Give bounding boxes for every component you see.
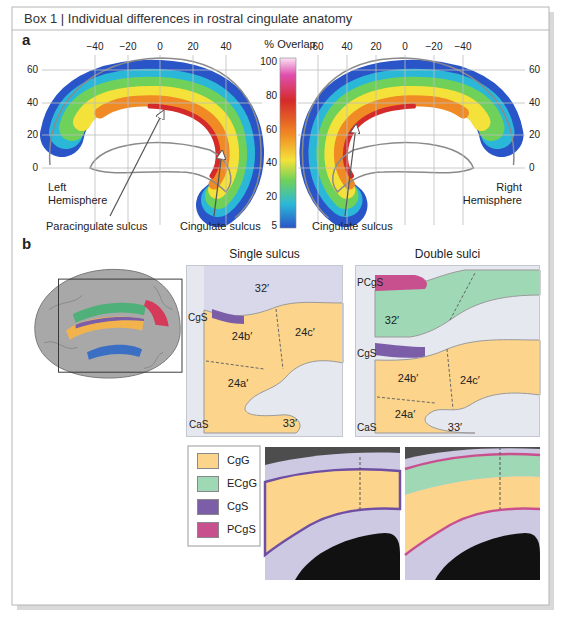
area-label: 24a′ <box>228 377 248 390</box>
axis-tick: 40 <box>27 97 38 109</box>
area-label: 24b′ <box>398 372 418 385</box>
legend-text: CgS <box>227 500 248 512</box>
axis-tick: 20 <box>370 41 381 53</box>
axis-tick: −40 <box>455 41 472 53</box>
axis-tick: 40 <box>341 41 352 53</box>
axis-tick: −40 <box>87 41 104 53</box>
legend-entry: ECgG <box>197 476 257 494</box>
axis-tick: −20 <box>120 41 137 53</box>
region-label: PCgS <box>357 277 383 289</box>
area-label: 24b′ <box>232 330 252 343</box>
scale-tick: 100 <box>260 56 277 68</box>
area-label: 33′ <box>448 421 462 434</box>
legend-text: PCgS <box>227 523 256 535</box>
region-label: CaS <box>357 422 376 434</box>
axis-tick: 0 <box>402 41 408 53</box>
legend-swatch <box>197 522 219 538</box>
area-label: 24c′ <box>460 374 480 387</box>
axis-tick: 60 <box>312 41 323 53</box>
scale-tick: 20 <box>266 191 277 203</box>
sulcus-label: Paracingulate sulcus <box>46 220 148 233</box>
legend-entry: PCgS <box>197 522 257 540</box>
hemisphere-label: Right Hemisphere <box>447 181 522 206</box>
legend-swatch <box>197 453 219 469</box>
axis-tick: 60 <box>27 64 38 76</box>
area-label: 24c′ <box>295 326 315 339</box>
legend-swatch <box>197 499 219 515</box>
sulcus-label: Cingulate sulcus <box>180 220 261 233</box>
legend-text: CgG <box>227 454 250 466</box>
legend-text: ECgG <box>227 477 257 489</box>
panel-heading: Double sulci <box>415 247 480 261</box>
panel-letter: a <box>22 31 30 48</box>
axis-tick: 20 <box>529 129 540 141</box>
area-label: 24a′ <box>395 408 415 421</box>
axis-tick: 40 <box>220 41 231 53</box>
axis-tick: 0 <box>32 162 38 174</box>
axis-tick: 0 <box>529 162 535 174</box>
region-label: CgS <box>188 312 207 324</box>
axis-tick: 20 <box>27 129 38 141</box>
region-label: CaS <box>189 419 208 431</box>
scale-tick: 5 <box>271 220 277 232</box>
area-label: 33′ <box>283 417 297 430</box>
box-title: Box 1 | Individual differences in rostra… <box>24 12 352 27</box>
axis-tick: 0 <box>157 41 163 53</box>
axis-tick: −20 <box>426 41 443 53</box>
scale-tick: 40 <box>266 157 277 169</box>
scale-title: % Overlap <box>264 38 315 51</box>
panel-letter: b <box>22 235 31 252</box>
region-label: CgS <box>357 348 376 360</box>
axis-tick: 40 <box>529 97 540 109</box>
axis-tick: 60 <box>529 64 540 76</box>
panel-heading: Single sulcus <box>229 247 300 261</box>
scale-tick: 60 <box>266 124 277 136</box>
sulcus-panel: Double sulci <box>355 265 540 437</box>
sulcus-label: Cingulate sulcus <box>312 220 393 233</box>
scale-tick: 80 <box>266 90 277 102</box>
area-label: 32′ <box>385 314 399 327</box>
legend-entry: CgS <box>197 499 257 517</box>
hemisphere-label: Left Hemisphere <box>48 181 118 206</box>
legend-swatch <box>197 476 219 492</box>
axis-tick: 20 <box>187 41 198 53</box>
area-label: 32′ <box>255 282 269 295</box>
legend-entry: CgG <box>197 453 257 471</box>
